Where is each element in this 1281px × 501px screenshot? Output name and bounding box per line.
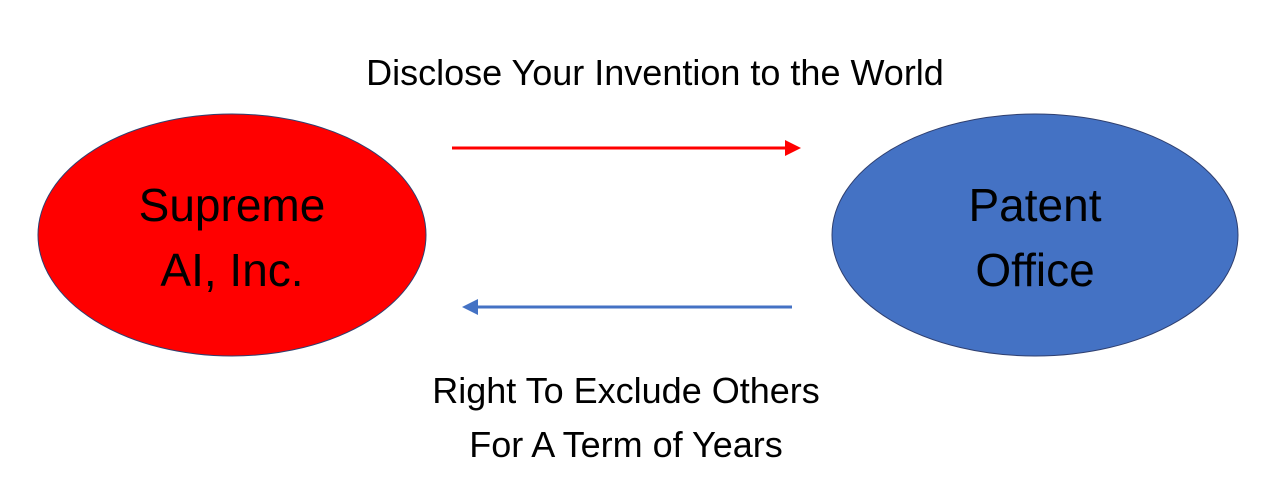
right-node-label-line2: Office — [975, 244, 1095, 296]
bottom-label-line2: For A Term of Years — [469, 424, 783, 465]
right-node-label-line1: Patent — [968, 179, 1102, 231]
patent-office-node — [831, 113, 1239, 357]
left-node-label-line1: Supreme — [138, 179, 326, 231]
bottom-label-line1: Right To Exclude Others — [432, 370, 820, 411]
top-label: Disclose Your Invention to the World — [366, 52, 944, 93]
left-node-label-line2: AI, Inc. — [160, 244, 304, 296]
back-arrow — [462, 299, 792, 315]
supreme-ai-node — [37, 113, 427, 357]
forward-arrow — [452, 140, 801, 156]
